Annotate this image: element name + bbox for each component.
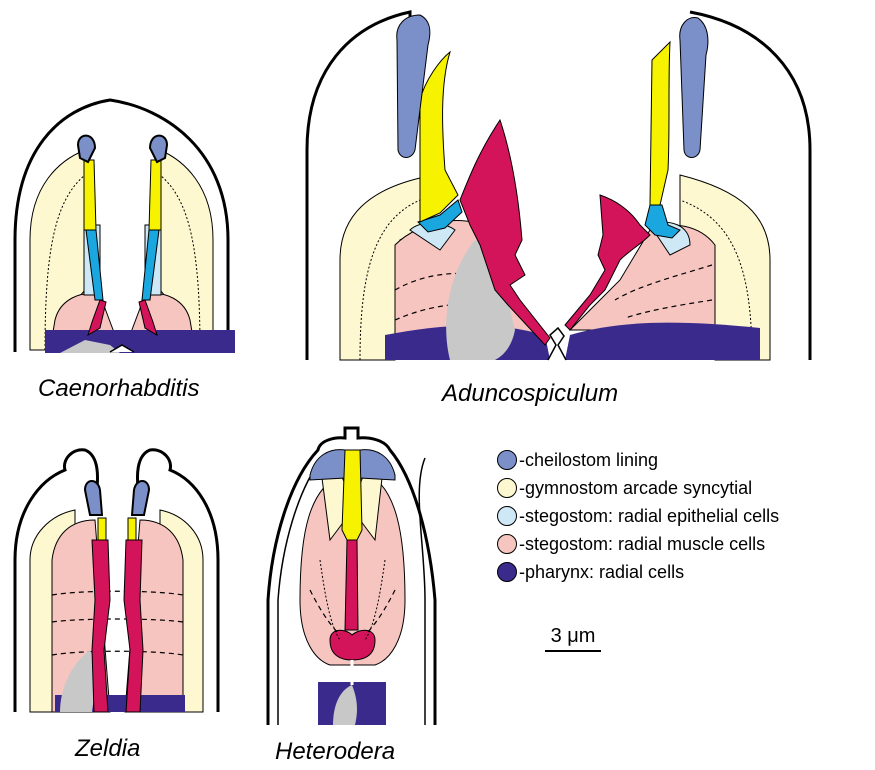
legend-label: -stegostom: radial epithelial cells [519, 506, 779, 527]
yellow-lining [128, 518, 136, 540]
legend-label: -pharynx: radial cells [519, 562, 684, 583]
lumen-outline [548, 328, 566, 360]
panel-label-caenorhabditis: Caenorhabditis [38, 375, 199, 403]
crimson-stylet [345, 540, 358, 630]
legend-label: -stegostom: radial muscle cells [519, 534, 765, 555]
yellow-lining [149, 160, 161, 230]
yellow-lining [650, 42, 670, 205]
legend-swatch-gymnostom [497, 478, 517, 498]
scale-bar: 3 μm [545, 625, 601, 652]
cheilostom-lining [680, 17, 708, 157]
scale-bar-line [545, 650, 601, 652]
legend-item-epithelial: -stegostom: radial epithelial cells [497, 502, 779, 530]
cheilostom-lining [132, 481, 149, 515]
legend: -cheilostom lining -gymnostom arcade syn… [497, 446, 779, 586]
cheilostom-lining [85, 481, 102, 515]
panel-heterodera [268, 428, 435, 725]
panel-aduncospiculum [307, 12, 810, 360]
scale-bar-label: 3 μm [545, 625, 601, 648]
yellow-lining [98, 518, 106, 540]
yellow-lining [342, 450, 362, 550]
legend-item-muscle: -stegostom: radial muscle cells [497, 530, 779, 558]
yellow-lining [84, 160, 96, 230]
panel-label-zeldia: Zeldia [75, 735, 140, 763]
legend-swatch-epithelial [497, 506, 517, 526]
panel-zeldia [15, 450, 218, 712]
yellow-lining [420, 52, 458, 222]
panel-label-aduncospiculum: Aduncospiculum [442, 380, 618, 408]
legend-item-pharynx: -pharynx: radial cells [497, 558, 779, 586]
panel-label-heterodera: Heterodera [275, 738, 395, 766]
legend-label: -gymnostom arcade syncytial [519, 478, 752, 499]
panel-caenorhabditis [15, 100, 235, 353]
legend-item-cheilostom: -cheilostom lining [497, 446, 779, 474]
legend-swatch-cheilostom [497, 450, 517, 470]
legend-item-gymnostom: -gymnostom arcade syncytial [497, 474, 779, 502]
legend-swatch-muscle [497, 534, 517, 554]
legend-swatch-pharynx [497, 562, 517, 582]
legend-label: -cheilostom lining [519, 450, 658, 471]
